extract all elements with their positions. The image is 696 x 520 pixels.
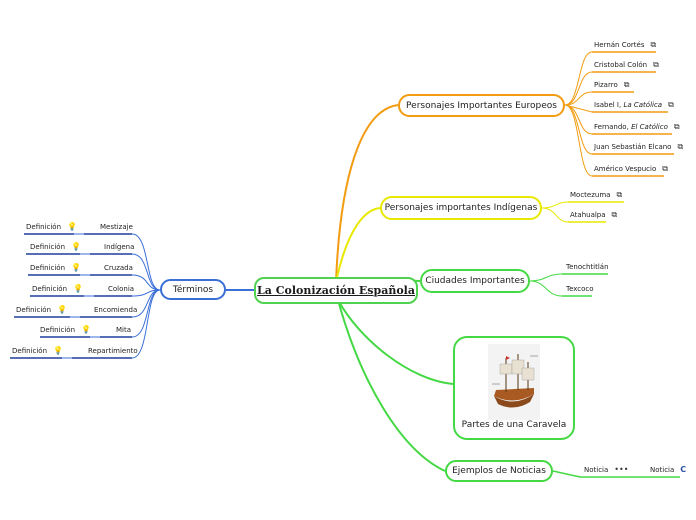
leaf-def-label: Definición — [40, 326, 75, 334]
leaf-label: Fernando, — [594, 123, 629, 131]
leaf-label: Américo Vespucio — [594, 165, 657, 173]
leaf-def-label: Definición — [12, 347, 47, 355]
leaf-label: Tenochtitlán — [566, 263, 609, 271]
leaf-texcoco[interactable]: Texcoco — [566, 283, 594, 295]
bulb-icon: 💡 — [71, 263, 81, 272]
leaf-tenochtitlan[interactable]: Tenochtitlán — [566, 261, 609, 273]
leaf-def-label: Definición — [26, 223, 61, 231]
leaf-colonia[interactable]: Colonia — [108, 283, 134, 295]
branch-noticias-label: Ejemplos de Noticias — [452, 466, 546, 476]
root-title: La Colonización Española — [257, 284, 415, 297]
leaf-label: Cruzada — [104, 264, 133, 272]
leaf-indigena[interactable]: Indígena — [104, 241, 134, 253]
more-icon[interactable]: ••• — [614, 465, 629, 474]
external-link-icon[interactable]: ⧉ — [611, 210, 618, 219]
branch-terminos[interactable]: Términos — [160, 279, 226, 300]
external-link-icon[interactable]: ⧉ — [650, 40, 657, 49]
leaf-elcano[interactable]: Juan Sebastián Elcano ⧉ — [594, 141, 683, 153]
leaf-label: Cristobal Colón — [594, 61, 648, 69]
leaf-pizarro[interactable]: Pizarro ⧉ — [594, 79, 629, 91]
leaf-mestizaje[interactable]: Mestizaje — [100, 221, 133, 233]
root-topic[interactable]: La Colonización Española — [254, 277, 418, 304]
leaf-noticia-1[interactable]: Noticia ••• — [584, 464, 628, 476]
leaf-cruzada[interactable]: Cruzada — [104, 262, 133, 274]
external-link-icon[interactable]: ⧉ — [677, 142, 684, 151]
leaf-label: Pizarro — [594, 81, 618, 89]
caravela-image — [488, 344, 540, 420]
leaf-label: Juan Sebastián Elcano — [594, 143, 672, 151]
external-link-icon[interactable]: ⧉ — [653, 60, 659, 69]
leaf-hernan-cortes[interactable]: Hernán Cortés ⧉ — [594, 39, 656, 51]
leaf-fernando[interactable]: Fernando, El Católico ⧉ — [594, 121, 680, 133]
branch-terminos-label: Términos — [172, 284, 214, 295]
leaf-cristobal-colon[interactable]: Cristobal Colón ⧉ — [594, 59, 659, 71]
leaf-label: Indígena — [104, 243, 135, 251]
leaf-label: Repartimiento — [88, 347, 138, 355]
external-link-icon[interactable]: ⧉ — [623, 80, 630, 89]
leaf-colonia-def[interactable]: Definición 💡 — [32, 283, 83, 295]
ship-icon — [492, 354, 538, 408]
leaf-def-label: Definición — [30, 264, 65, 272]
branch-europeos-label: Personajes Importantes Europeos — [406, 100, 557, 111]
leaf-label: Noticia — [584, 466, 609, 474]
branch-caravela-label: Partes de una Caravela — [461, 420, 567, 430]
bulb-icon: 💡 — [81, 325, 91, 334]
leaf-label: Colonia — [108, 285, 135, 293]
branch-indigenas-label: Personajes importantes Indígenas — [384, 203, 538, 213]
leaf-vespucio[interactable]: Américo Vespucio ⧉ — [594, 163, 668, 175]
leaf-label: Texcoco — [566, 285, 594, 293]
leaf-cruzada-def[interactable]: Definición 💡 — [30, 262, 81, 274]
leaf-encomienda-def[interactable]: Definición 💡 — [16, 304, 67, 316]
leaf-indigena-def[interactable]: Definición 💡 — [30, 241, 81, 253]
leaf-label: Noticia — [650, 466, 675, 474]
leaf-repartimiento-def[interactable]: Definición 💡 — [12, 345, 63, 357]
external-link-icon[interactable]: ⧉ — [673, 122, 680, 131]
leaf-def-label: Definición — [32, 285, 67, 293]
leaf-mita-def[interactable]: Definición 💡 — [40, 324, 91, 336]
leaf-mestizaje-def[interactable]: Definición 💡 — [26, 221, 77, 233]
leaf-label: Hernán Cortés — [594, 41, 645, 49]
branch-europeos[interactable]: Personajes Importantes Europeos — [398, 94, 565, 117]
leaf-mita[interactable]: Mita — [116, 324, 131, 336]
bulb-icon: 💡 — [53, 346, 63, 355]
bulb-icon: 💡 — [57, 305, 67, 314]
leaf-isabel[interactable]: Isabel I, La Católica ⧉ — [594, 99, 674, 111]
leaf-atahualpa[interactable]: Atahualpa ⧉ — [570, 209, 617, 221]
external-link-icon[interactable]: ⧉ — [662, 164, 668, 173]
leaf-label-italic: El Católico — [631, 123, 668, 131]
leaf-def-label: Definición — [30, 243, 65, 251]
branch-indigenas[interactable]: Personajes importantes Indígenas — [380, 196, 542, 220]
leaf-label-italic: La Católica — [623, 101, 663, 109]
external-link-icon[interactable]: ⧉ — [616, 190, 623, 199]
leaf-label: Mita — [116, 326, 132, 334]
leaf-label: Mestizaje — [100, 223, 133, 231]
leaf-label: Moctezuma — [570, 191, 611, 199]
leaf-label: Isabel I, — [594, 101, 622, 109]
external-link-icon[interactable]: ⧉ — [668, 100, 674, 109]
link-icon[interactable]: C — [680, 465, 687, 474]
bulb-icon: 💡 — [67, 222, 77, 231]
leaf-label: Encomienda — [94, 306, 138, 314]
leaf-encomienda[interactable]: Encomienda — [94, 304, 137, 316]
leaf-repartimiento[interactable]: Repartimiento — [88, 345, 138, 357]
leaf-label: Atahualpa — [570, 211, 606, 219]
branch-ciudades[interactable]: Ciudades Importantes — [420, 269, 530, 293]
leaf-noticia-2[interactable]: Noticia C — [650, 464, 686, 476]
bulb-icon: 💡 — [71, 242, 81, 251]
branch-ciudades-label: Ciudades Importantes — [425, 276, 525, 286]
leaf-def-label: Definición — [16, 306, 51, 314]
leaf-moctezuma[interactable]: Moctezuma ⧉ — [570, 189, 622, 201]
branch-noticias[interactable]: Ejemplos de Noticias — [445, 460, 553, 482]
bulb-icon: 💡 — [73, 284, 83, 293]
